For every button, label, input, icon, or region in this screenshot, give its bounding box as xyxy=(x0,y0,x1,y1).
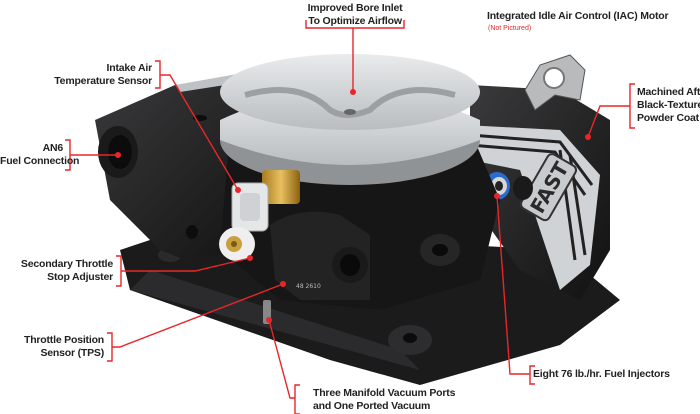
callout-text: and One Ported Vacuum xyxy=(313,400,431,412)
callout-text: AN6 xyxy=(42,142,64,154)
callout-text: Sensor (TPS) xyxy=(40,347,104,359)
callout-an6-fuel: AN6 Fuel Connection xyxy=(0,142,80,168)
callout-fuel-injectors: Eight 76 lb./hr. Fuel Injectors xyxy=(533,368,670,381)
callout-text: To Optimize Airflow xyxy=(308,15,402,27)
callout-dots xyxy=(115,89,591,323)
callout-vacuum-ports: Three Manifold Vacuum Ports and One Port… xyxy=(313,387,455,413)
callout-text: Eight 76 lb./hr. Fuel Injectors xyxy=(533,368,670,380)
callout-text: Machined After xyxy=(637,86,700,98)
callout-text: Stop Adjuster xyxy=(47,271,113,283)
svg-text:48 2610: 48 2610 xyxy=(296,283,321,290)
callout-text: Black-Textured xyxy=(637,99,700,111)
callout-leaders xyxy=(65,20,635,414)
callout-text: Fuel Connection xyxy=(0,155,80,167)
callout-text: Integrated Idle Air Control (IAC) Motor xyxy=(487,10,669,22)
callout-text: Powder Coat xyxy=(637,112,699,124)
not-pictured-note: (Not Pictured) xyxy=(488,25,532,32)
throttle-stop xyxy=(219,227,255,261)
callout-tps: Throttle Position Sensor (TPS) xyxy=(0,334,104,360)
callout-text: Three Manifold Vacuum Ports xyxy=(313,387,456,399)
callout-text: Throttle Position xyxy=(23,334,104,346)
right-housing: FAST xyxy=(465,54,610,300)
callout-text: Improved Bore Inlet xyxy=(307,2,403,14)
tps-sensor: 48 2610 xyxy=(270,211,370,300)
callout-text: Temperature Sensor xyxy=(54,75,152,87)
callout-iat-sensor: Intake Air Temperature Sensor xyxy=(40,62,152,88)
aluminum-inlet xyxy=(220,54,480,185)
iat-sensor xyxy=(231,170,300,232)
callout-iac-motor: Integrated Idle Air Control (IAC) Motor xyxy=(487,10,669,23)
callout-text: Secondary Throttle xyxy=(20,258,113,270)
callout-text: Intake Air xyxy=(106,62,153,74)
callout-powder-coat: Machined After Black-Textured Powder Coa… xyxy=(637,86,700,125)
callout-bore-inlet: Improved Bore Inlet To Optimize Airflow xyxy=(300,2,410,28)
callout-throttle-stop: Secondary Throttle Stop Adjuster xyxy=(0,258,113,284)
